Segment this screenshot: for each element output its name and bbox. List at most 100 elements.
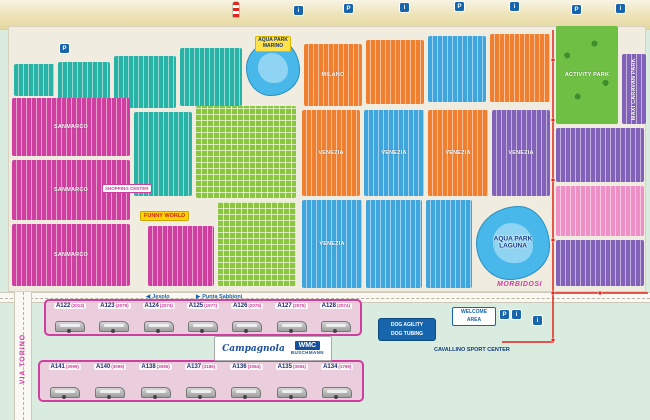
pitch-A125: A125(1977) xyxy=(182,303,224,333)
pitch-code: A124 xyxy=(144,303,159,309)
zone-label-sanmarco-1: SANMARCO xyxy=(54,123,88,130)
zone-sanmarco-3: SANMARCO xyxy=(12,224,130,286)
caravan-icon xyxy=(276,321,307,333)
pitch-A134: A134(1799) xyxy=(316,364,359,399)
zone-teal-a xyxy=(14,64,54,96)
zone-label-venezia-5: VENEZIA xyxy=(319,240,345,247)
parking-icon: P xyxy=(500,310,509,319)
caravan-icon xyxy=(320,321,351,333)
road-direction-jesolo: ◀ Jesolo xyxy=(146,294,170,300)
pitch-label: A138(3085) xyxy=(139,364,172,370)
funny-world-label: FUNNY WORLD xyxy=(140,211,190,221)
pitch-A135: A135(3084) xyxy=(270,364,313,399)
zone-venezia-3: VENEZIA xyxy=(428,110,488,196)
pitch-label: A140(3099) xyxy=(93,364,127,370)
parking-icon: P xyxy=(60,44,69,53)
pitch-code: A137 xyxy=(186,364,202,370)
dealer-script-logo: Campagnola xyxy=(222,343,285,354)
caravan-icon xyxy=(95,387,126,399)
pitch-A140: A140(3099) xyxy=(88,364,131,399)
zone-label-venezia-4: VENEZIA xyxy=(508,149,534,156)
caravan-icon xyxy=(185,387,216,399)
pitch-code: A135 xyxy=(277,364,292,370)
pitch-tag: (3084) xyxy=(247,364,261,369)
pitch-tag: (3185) xyxy=(202,364,216,369)
pitch-code: A127 xyxy=(277,303,292,309)
pitch-tag: (2074) xyxy=(336,303,350,308)
pitch-tag: (2075) xyxy=(292,303,306,308)
pitch-A122: A122(2013) xyxy=(49,303,91,333)
pitch-label: A125(1977) xyxy=(186,303,220,309)
welcome-area-line1: WELCOME xyxy=(460,309,488,315)
pitch-A126: A126(2076) xyxy=(226,303,268,333)
zone-blue-6 xyxy=(366,200,422,288)
info-icon: i xyxy=(400,3,409,12)
shopping-center-label: SHOPPING CENTER xyxy=(102,184,152,193)
cavallino-sport-center-label: CAVALLINO SPORT CENTER xyxy=(434,347,510,353)
pitch-label: A127(2075) xyxy=(275,303,308,309)
via-torino-road: VIA TORINO xyxy=(14,292,32,420)
caravan-icon xyxy=(140,387,171,399)
pitch-label: A134(1799) xyxy=(321,364,354,370)
pitch-code: A138 xyxy=(141,364,156,370)
zone-purple-2 xyxy=(556,128,644,182)
caravan-icon xyxy=(49,387,80,399)
parking-icon: P xyxy=(455,2,464,11)
dealer-logo-box: Campagnola WMC BUSCHMANN xyxy=(214,336,332,361)
arrow-right-icon: ▶ xyxy=(196,294,201,300)
aqua-park-laguna-label: AQUA PARK LAGUNA xyxy=(493,235,533,250)
pitch-tag: (2079) xyxy=(115,303,129,308)
zone-activity-park: ACTIVITY PARK xyxy=(556,26,618,124)
dealer-name: BUSCHMANN xyxy=(290,350,324,356)
info-icon: i xyxy=(510,2,519,11)
zone-blue-1 xyxy=(428,36,486,102)
caravan-icon xyxy=(143,321,174,333)
caravan-icon xyxy=(231,387,262,399)
pitch-tag: (1799) xyxy=(338,364,352,369)
zone-venezia-5: VENEZIA xyxy=(302,200,362,288)
pitch-A137: A137(3185) xyxy=(179,364,222,399)
welcome-area-line2: AREA xyxy=(466,316,482,323)
pitch-label: A137(3185) xyxy=(184,364,218,370)
zone-teal-e xyxy=(134,112,192,196)
pitch-label: A124(2074) xyxy=(142,303,175,309)
pitch-A128: A128(2074) xyxy=(315,303,357,333)
pitch-A123: A123(2079) xyxy=(93,303,135,333)
dog-agility-badge: DOG AGILITY DOG TUBING xyxy=(378,318,436,341)
zone-label-sanmarco-3: SANMARCO xyxy=(54,251,88,258)
zone-lodges-1 xyxy=(196,106,296,198)
zone-label-milano: MILANO xyxy=(321,71,345,78)
info-icon: i xyxy=(533,316,542,325)
info-icon: i xyxy=(512,310,521,319)
pitch-tag: (1977) xyxy=(204,303,218,308)
pitch-code: A125 xyxy=(188,303,204,309)
pitch-label: A128(2074) xyxy=(319,303,352,309)
zone-label-venezia-2: VENEZIA xyxy=(381,149,407,156)
pitch-tag: (2076) xyxy=(248,303,262,308)
dog-agility-line1: DOG AGILITY xyxy=(390,322,424,328)
zone-teal-d xyxy=(180,48,242,106)
pitch-code: A126 xyxy=(233,303,248,309)
pitch-code: A123 xyxy=(100,303,115,309)
caravan-icon xyxy=(276,387,307,399)
info-icon: i xyxy=(294,6,303,15)
pitch-tag: (2074) xyxy=(159,303,173,308)
parking-icon: P xyxy=(572,5,581,14)
caravan-icon xyxy=(232,321,263,333)
zone-orange-2 xyxy=(366,40,424,104)
pitch-code: A140 xyxy=(95,364,111,370)
lighthouse-icon xyxy=(233,2,239,17)
pitch-A136: A136(3084) xyxy=(225,364,268,399)
zone-label-sanmarco-2: SANMARCO xyxy=(54,186,88,193)
road-direction-label: Punta Sabbioni xyxy=(202,294,243,300)
zone-orange-3 xyxy=(490,34,550,102)
aqua-park-marino: AQUA PARK MARINO xyxy=(246,36,300,96)
pitch-label: A136(3084) xyxy=(230,364,263,370)
aqua-park-marino-label: AQUA PARK MARINO xyxy=(255,36,291,52)
zone-lodges-2 xyxy=(218,202,296,286)
zone-sanmarco-1: SANMARCO xyxy=(12,98,130,156)
pitch-A141: A141(3099) xyxy=(43,364,86,399)
zone-pink-1 xyxy=(556,186,644,236)
road-direction-punta-sabbioni: ▶ Punta Sabbioni xyxy=(196,294,242,300)
pitch-tag: (3099) xyxy=(65,364,79,369)
